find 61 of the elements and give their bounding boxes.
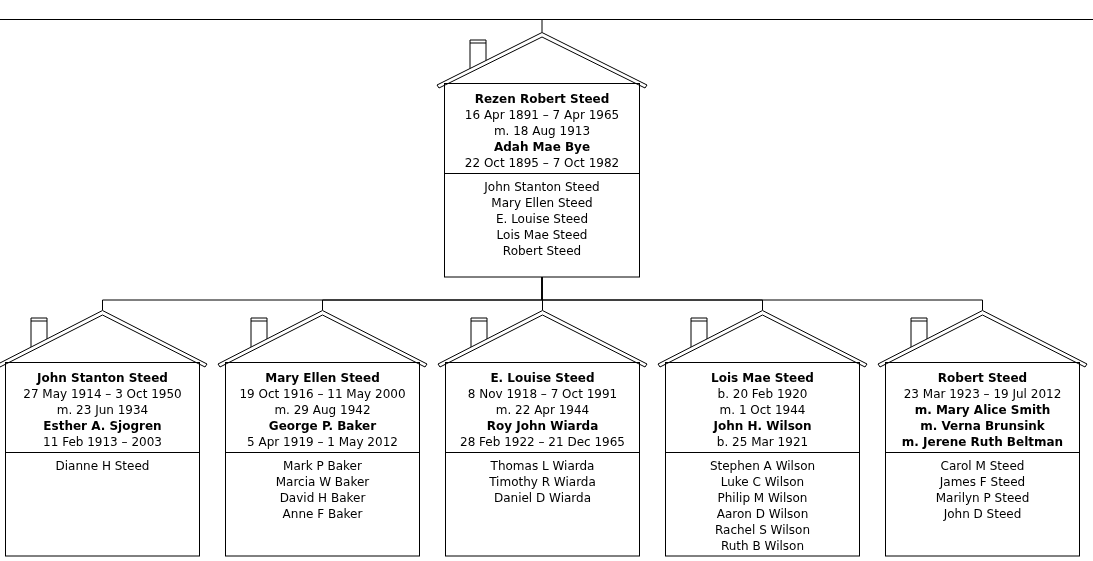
family-text: Robert Steed	[937, 370, 1028, 386]
child-name: Stephen A Wilson	[709, 458, 816, 474]
family-text: Mary Ellen Steed	[265, 370, 380, 386]
family-text: Esther A. Sjogren	[43, 418, 162, 434]
family-text: 5 Apr 1919 – 1 May 2012	[247, 434, 398, 450]
house-node	[0, 310, 208, 557]
family-text: m. 22 Apr 1944	[495, 402, 590, 418]
family-text: m. 1 Oct 1944	[719, 402, 806, 418]
family-text: E. Louise Steed	[490, 370, 595, 386]
family-text: 19 Oct 1916 – 11 May 2000	[239, 386, 406, 402]
child-name: Mark P Baker	[283, 458, 362, 474]
child-name: Marilyn P Steed	[935, 490, 1030, 506]
family-text: m. 29 Aug 1942	[274, 402, 371, 418]
child-name: E. Louise Steed	[495, 211, 589, 227]
child-name: Thomas L Wiarda	[490, 458, 595, 474]
child-name: Ruth B Wilson	[720, 538, 804, 554]
house-node	[437, 310, 648, 557]
family-text: 16 Apr 1891 – 7 Apr 1965	[464, 107, 620, 123]
family-text: 23 Mar 1923 – 19 Jul 2012	[903, 386, 1062, 402]
child-name: James F Steed	[939, 474, 1026, 490]
child-name: John D Steed	[943, 506, 1022, 522]
family-text: b. 25 Mar 1921	[716, 434, 809, 450]
family-text: m. Jerene Ruth Beltman	[901, 434, 1064, 450]
child-name: Dianne H Steed	[55, 458, 150, 474]
family-text: b. 20 Feb 1920	[717, 386, 808, 402]
house-node	[436, 32, 648, 278]
child-name: David H Baker	[279, 490, 366, 506]
family-text: Roy John Wiarda	[486, 418, 599, 434]
child-name: Philip M Wilson	[717, 490, 808, 506]
family-text: George P. Baker	[268, 418, 377, 434]
connector-line	[541, 276, 983, 311]
family-text: Rezen Robert Steed	[474, 91, 610, 107]
family-text: m. 18 Aug 1913	[493, 123, 591, 139]
family-text: m. 23 Jun 1934	[56, 402, 149, 418]
child-name: Timothy R Wiarda	[489, 474, 596, 490]
child-name: John Stanton Steed	[484, 179, 600, 195]
child-name: Robert Steed	[502, 243, 582, 259]
child-name: Luke C Wilson	[720, 474, 805, 490]
family-text: 8 Nov 1918 – 7 Oct 1991	[467, 386, 618, 402]
family-text: m. Verna Brunsink	[920, 418, 1045, 434]
child-name: Marcia W Baker	[275, 474, 370, 490]
family-text: Adah Mae Bye	[493, 139, 591, 155]
family-text: 28 Feb 1922 – 21 Dec 1965	[460, 434, 625, 450]
connector-line	[0, 19, 1093, 33]
house-node	[877, 310, 1088, 557]
child-name: Lois Mae Steed	[496, 227, 588, 243]
family-text: John H. Wilson	[713, 418, 812, 434]
family-text: 27 May 1914 – 3 Oct 1950	[23, 386, 182, 402]
child-name: Anne F Baker	[282, 506, 363, 522]
child-name: Aaron D Wilson	[716, 506, 809, 522]
child-name: Carol M Steed	[940, 458, 1025, 474]
house-node	[657, 310, 868, 557]
child-name: Daniel D Wiarda	[493, 490, 592, 506]
family-text: Lois Mae Steed	[711, 370, 814, 386]
house-node	[217, 310, 428, 557]
family-text: John Stanton Steed	[37, 370, 168, 386]
child-name: Rachel S Wilson	[714, 522, 811, 538]
family-text: m. Mary Alice Smith	[914, 402, 1051, 418]
family-text: 11 Feb 1913 – 2003	[43, 434, 162, 450]
family-text: 22 Oct 1895 – 7 Oct 1982	[464, 155, 620, 171]
child-name: Mary Ellen Steed	[491, 195, 593, 211]
